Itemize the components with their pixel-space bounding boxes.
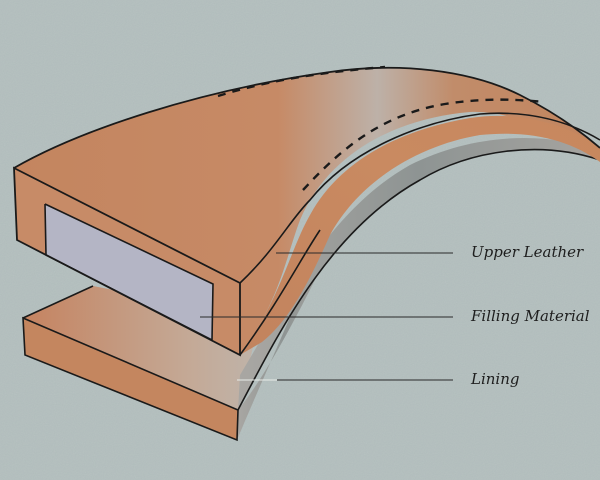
- stitching-top: [217, 65, 386, 98]
- label-lining: Lining: [471, 370, 520, 388]
- filling-material-face: [45, 204, 213, 340]
- stitching-edge: [302, 98, 546, 191]
- label-upper-leather: Upper Leather: [471, 243, 584, 261]
- upper-leather-layer: [13, 65, 600, 357]
- label-filling-material: Filling Material: [471, 307, 590, 325]
